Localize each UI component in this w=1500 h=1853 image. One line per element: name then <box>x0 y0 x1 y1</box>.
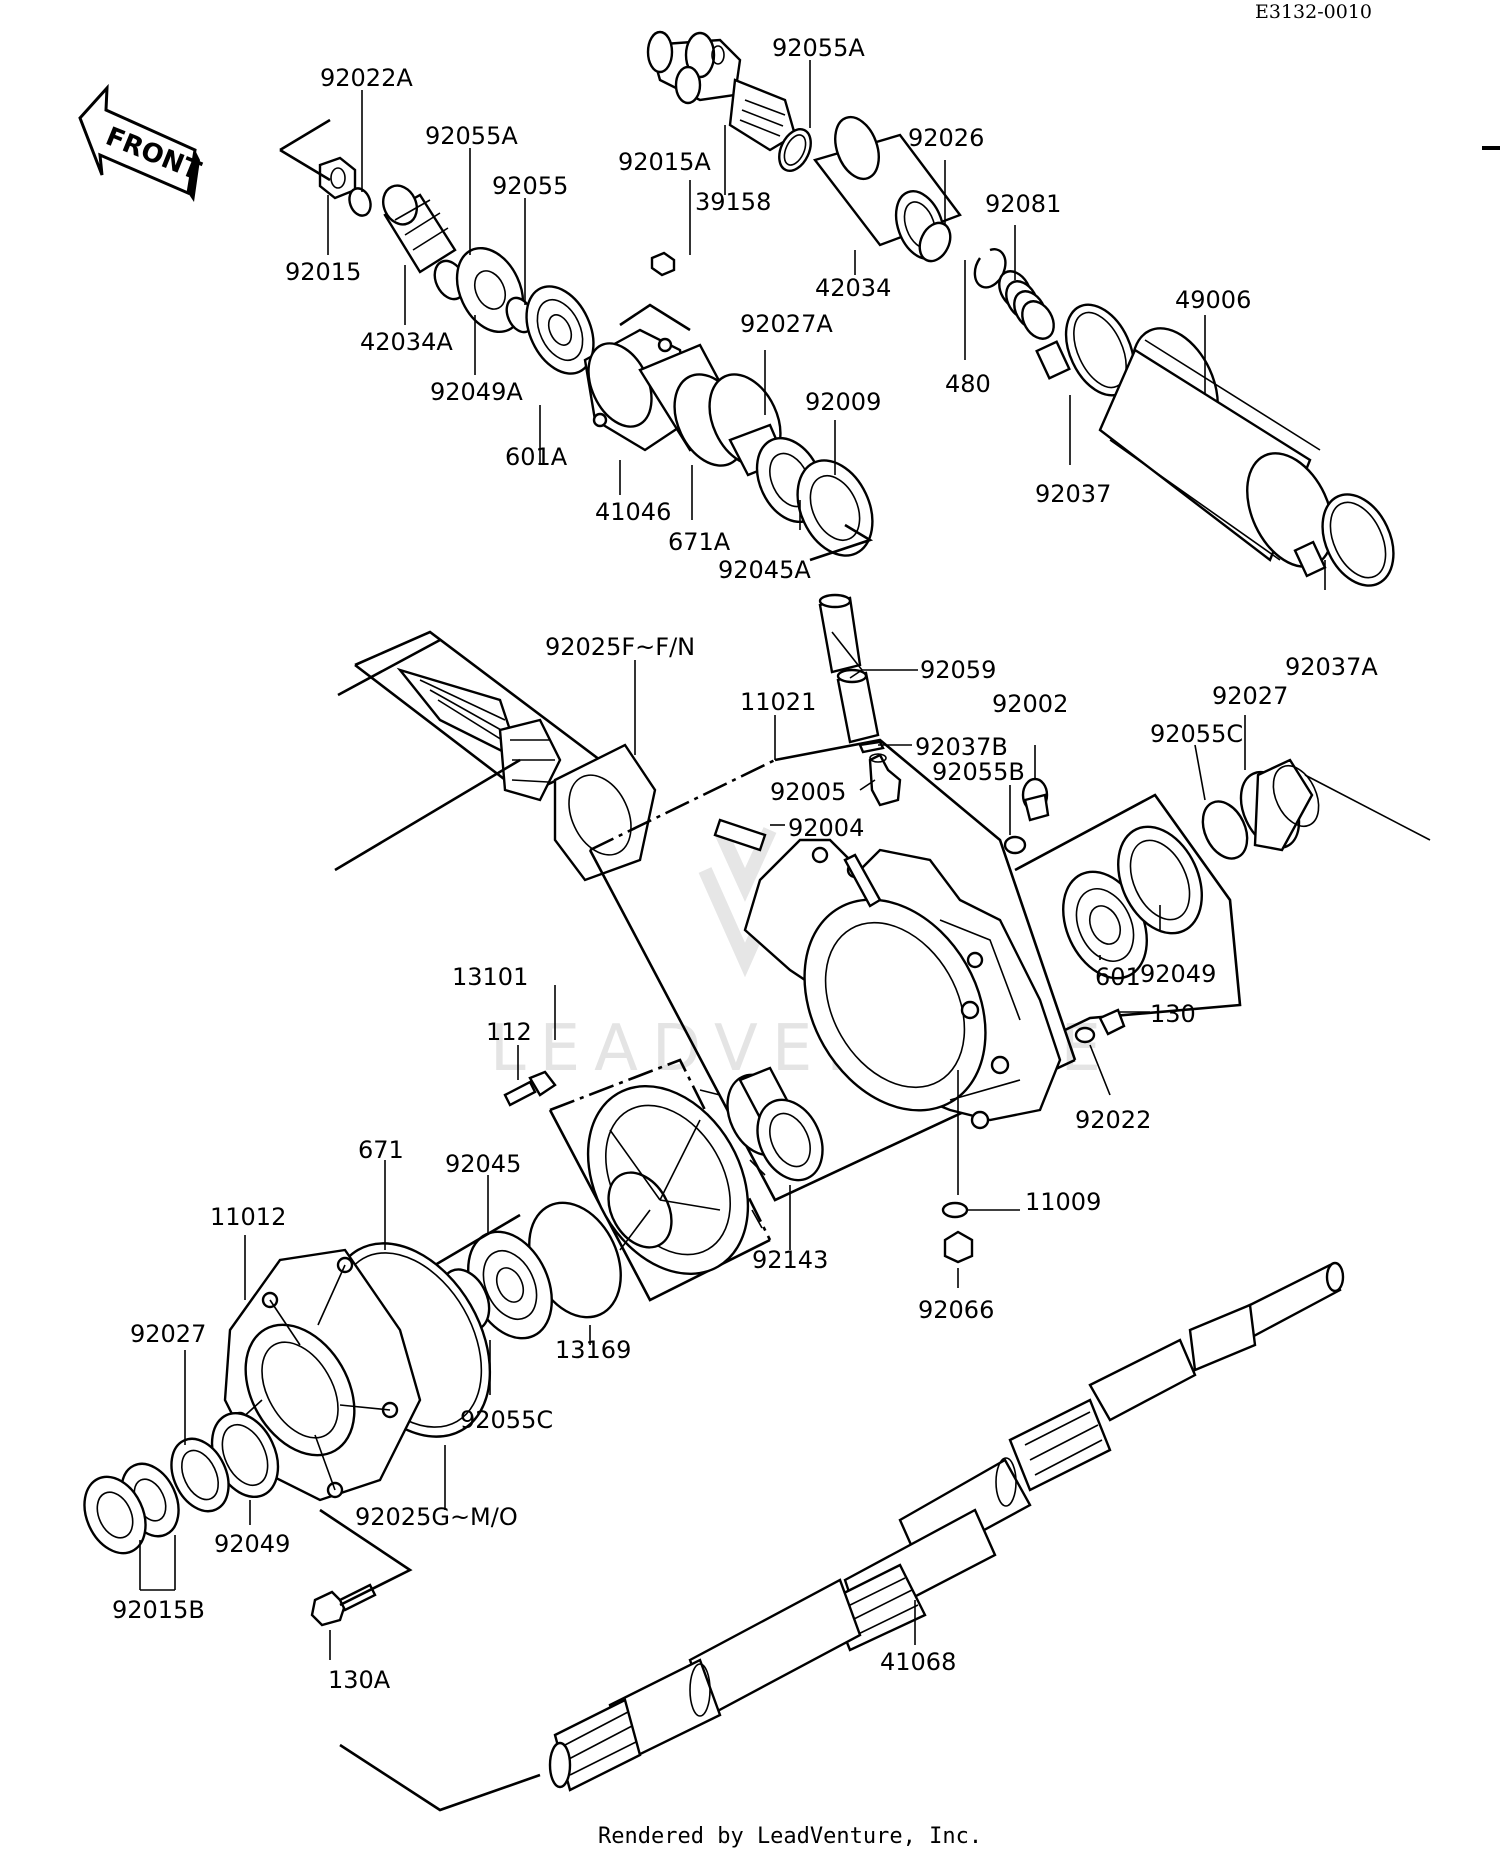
label-92049A: 92049A <box>430 378 523 406</box>
label-92045: 92045 <box>445 1150 521 1178</box>
bolt-112 <box>503 1070 557 1107</box>
label-112: 112 <box>486 1018 532 1046</box>
label-92055A-top: 92055A <box>772 34 865 62</box>
label-92015A: 92015A <box>618 148 711 176</box>
label-49006: 49006 <box>1175 286 1251 314</box>
bushing-92143 <box>726 1066 824 1182</box>
oring-92055B <box>1003 835 1027 855</box>
label-671A: 671A <box>668 528 731 556</box>
seal-92009 <box>796 459 874 557</box>
universal-joint-39158 <box>646 30 797 152</box>
collar-92027-right <box>1239 758 1320 852</box>
label-92055B: 92055B <box>932 758 1025 786</box>
front-arrow-icon: FRONT <box>78 83 205 202</box>
label-130: 130 <box>1150 1000 1196 1028</box>
seal-92049-right <box>1117 825 1203 935</box>
label-41046: 41046 <box>595 498 671 526</box>
stud-92004 <box>713 818 767 852</box>
ring-92055C-right <box>1201 800 1249 860</box>
label-39158: 39158 <box>695 188 771 216</box>
washer-11009 <box>941 1201 969 1219</box>
label-92059: 92059 <box>920 656 996 684</box>
label-92055: 92055 <box>492 172 568 200</box>
label-11021: 11021 <box>740 688 816 716</box>
leader-lines <box>139 60 1326 1660</box>
label-92026: 92026 <box>908 124 984 152</box>
nuts-92015B <box>83 1462 180 1555</box>
gear-case-11021 <box>588 738 1077 1202</box>
label-92022: 92022 <box>1075 1106 1151 1134</box>
label-92004: 92004 <box>788 814 864 842</box>
label-92025F: 92025F~F/N <box>545 633 695 661</box>
label-92037: 92037 <box>1035 480 1111 508</box>
plug-130 <box>1074 1008 1126 1044</box>
label-92015B: 92015B <box>112 1596 205 1624</box>
label-92045A: 92045A <box>718 556 811 584</box>
spring-92081 <box>998 270 1055 340</box>
label-92055C-left: 92055C <box>460 1406 553 1434</box>
edge-mark <box>1482 146 1500 150</box>
label-601: 601 <box>1095 963 1141 991</box>
bearing-601A <box>525 285 595 375</box>
ring-gear-13101 <box>548 1058 772 1302</box>
label-92005: 92005 <box>770 778 846 806</box>
label-92015: 92015 <box>285 258 361 286</box>
label-92022A: 92022A <box>320 64 413 92</box>
diagram-code: E3132-0010 <box>1255 1 1372 23</box>
boot-49006 <box>1098 327 1334 568</box>
label-671: 671 <box>358 1136 404 1164</box>
label-92037A: 92037A <box>1285 653 1378 681</box>
gear-42034A <box>382 184 457 274</box>
drive-shaft-top-assembly <box>279 30 1395 587</box>
label-92025G: 92025G~M/O <box>355 1503 518 1531</box>
label-11012: 11012 <box>210 1203 286 1231</box>
pins-92059 <box>818 593 880 744</box>
label-92027-left: 92027 <box>130 1320 206 1348</box>
label-13101: 13101 <box>452 963 528 991</box>
plug-92066 <box>943 1230 974 1264</box>
label-92027-right: 92027 <box>1212 682 1288 710</box>
collar-92027-left <box>170 1437 230 1513</box>
label-92143: 92143 <box>752 1246 828 1274</box>
output-shaft-41068 <box>548 1261 1345 1792</box>
label-130A: 130A <box>328 1666 391 1694</box>
label-92081: 92081 <box>985 190 1061 218</box>
clamp-92037A <box>1293 493 1395 587</box>
label-92055C-right: 92055C <box>1150 720 1243 748</box>
label-41068: 41068 <box>880 1648 956 1676</box>
gasket-92025F <box>553 743 657 882</box>
label-11009: 11009 <box>1025 1188 1101 1216</box>
label-42034: 42034 <box>815 274 891 302</box>
label-42034A: 42034A <box>360 328 453 356</box>
label-92037B: 92037B <box>915 733 1008 761</box>
part-labels: 92022A 92055A 92055A 92055 92015A 39158 … <box>112 34 1378 1694</box>
label-480: 480 <box>945 370 991 398</box>
label-601A: 601A <box>505 443 568 471</box>
footer-credit: Rendered by LeadVenture, Inc. <box>598 1824 982 1849</box>
label-92002: 92002 <box>992 690 1068 718</box>
label-92049-right: 92049 <box>1140 960 1216 988</box>
label-13169: 13169 <box>555 1336 631 1364</box>
label-92009: 92009 <box>805 388 881 416</box>
label-92049-left: 92049 <box>214 1530 290 1558</box>
breather-92002 <box>1021 777 1050 822</box>
label-92066: 92066 <box>918 1296 994 1324</box>
label-92055A: 92055A <box>425 122 518 150</box>
label-92027A: 92027A <box>740 310 833 338</box>
